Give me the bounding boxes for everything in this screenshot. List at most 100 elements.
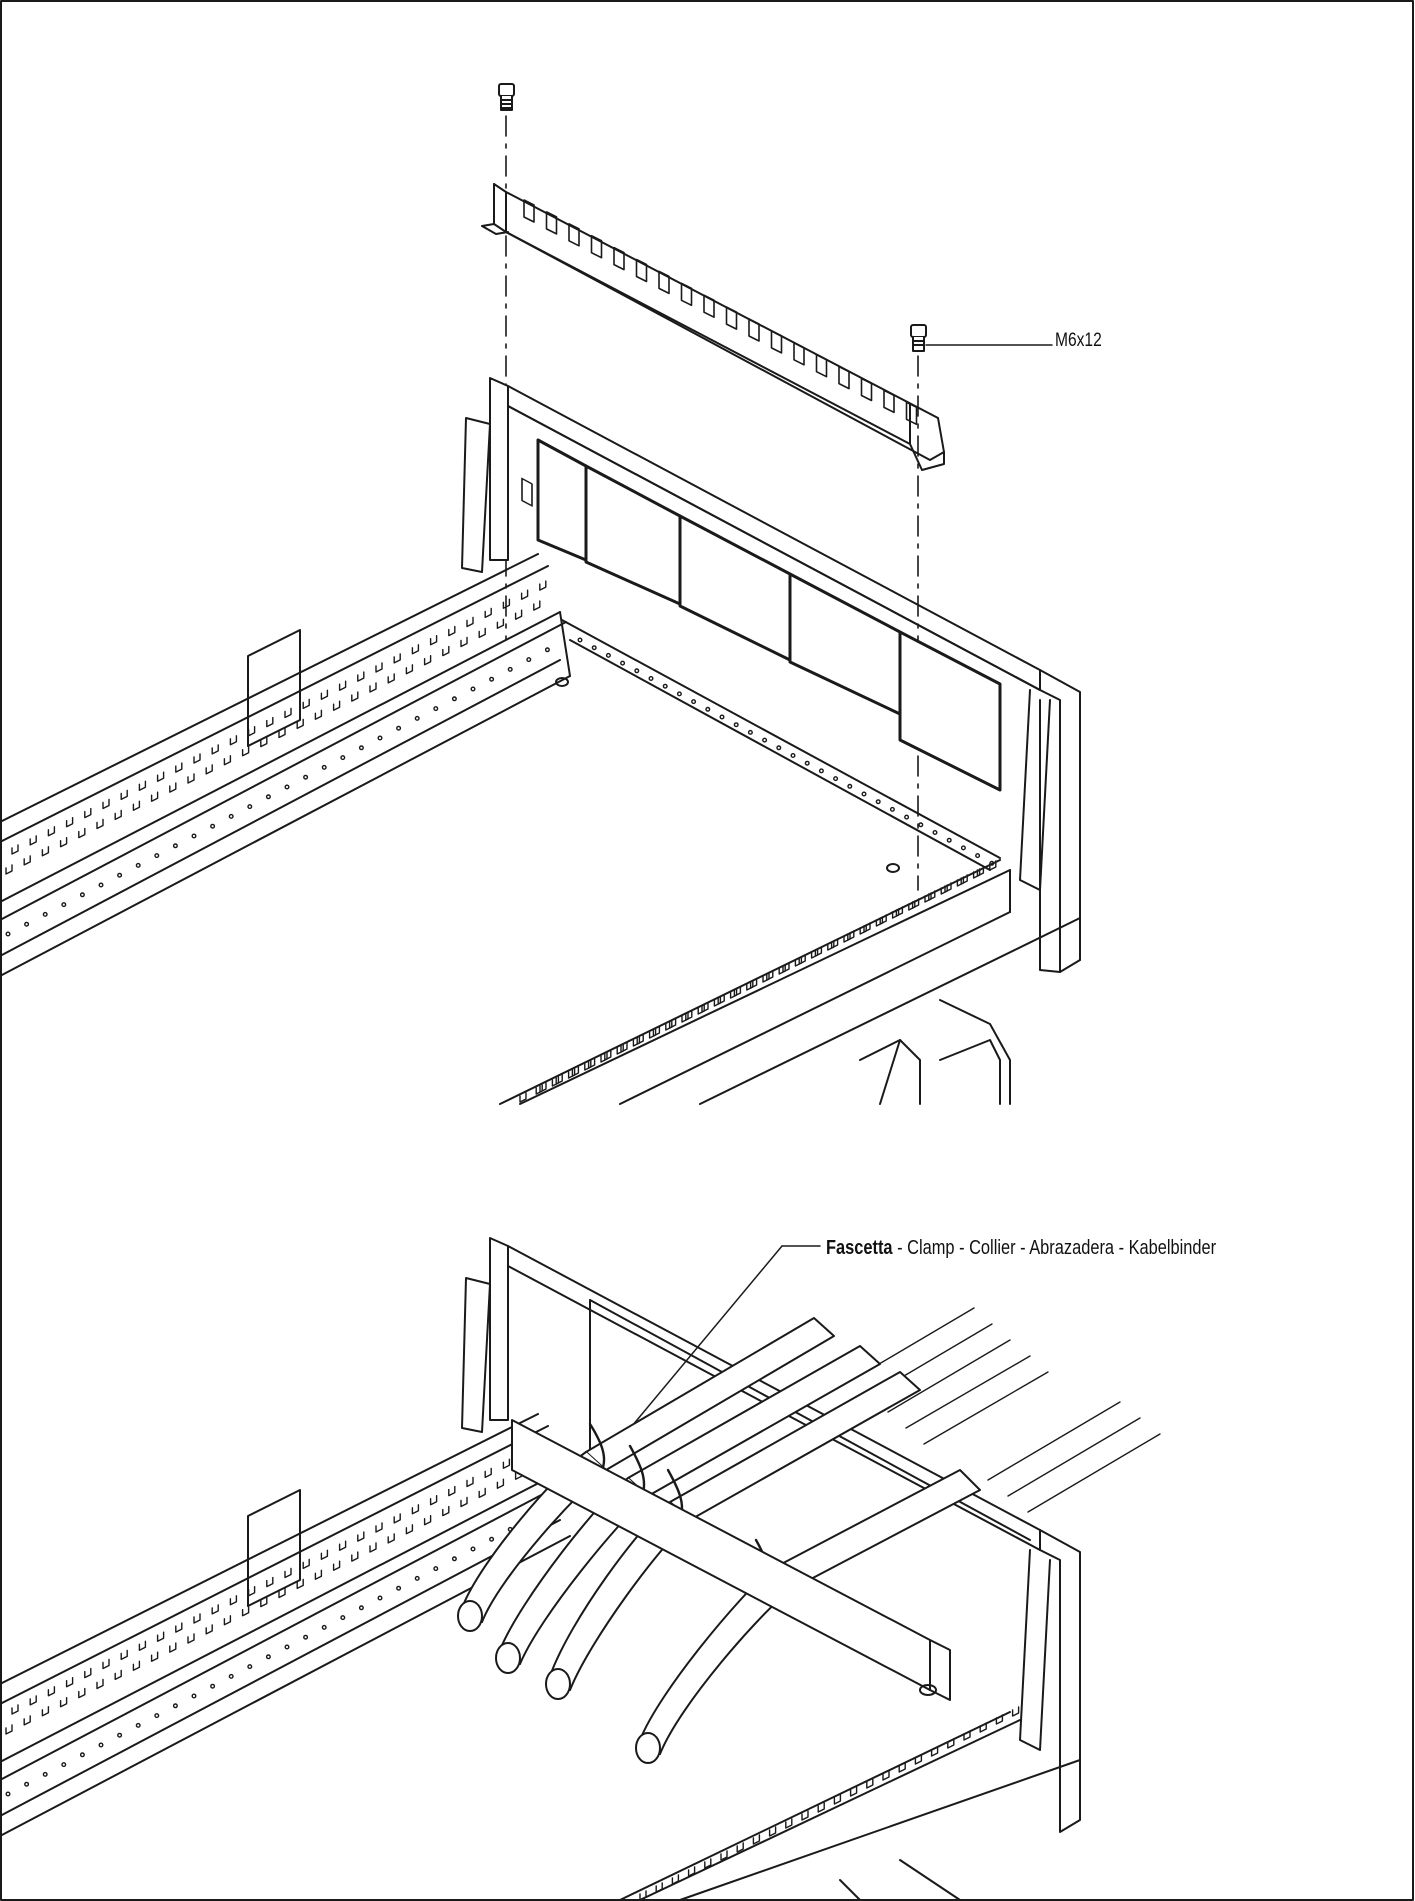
rail-slot bbox=[102, 798, 110, 810]
rail-hole bbox=[904, 814, 910, 820]
rail-slot bbox=[687, 1866, 696, 1877]
rail-hole bbox=[377, 1595, 383, 1601]
rail-slot bbox=[801, 1810, 809, 1821]
rail-slot bbox=[766, 970, 774, 981]
left-perforated-rail bbox=[0, 553, 571, 977]
rail-slot bbox=[5, 864, 13, 875]
rail-slot bbox=[632, 1036, 641, 1047]
rail-hole bbox=[321, 764, 327, 770]
rail-hole bbox=[135, 862, 141, 868]
rail-hole bbox=[470, 686, 476, 692]
rear-frame bbox=[461, 377, 1081, 973]
rail-slot bbox=[571, 1066, 580, 1077]
rail-slot bbox=[150, 1651, 159, 1662]
rail-slot bbox=[29, 835, 37, 846]
rail-slot bbox=[652, 1026, 661, 1037]
right-rail-bottom bbox=[619, 1711, 1081, 1901]
rail-slot bbox=[665, 1020, 673, 1031]
bracket-slots bbox=[521, 477, 533, 507]
rail-slot bbox=[314, 709, 323, 720]
rail-slot bbox=[859, 924, 867, 935]
rail-slot bbox=[47, 1686, 56, 1697]
bracket-slot bbox=[815, 353, 828, 378]
rail-slot bbox=[478, 627, 486, 639]
rail-slot bbox=[830, 938, 839, 949]
rail-slot bbox=[332, 1560, 341, 1571]
rail-slot bbox=[636, 1034, 644, 1045]
rail-slot bbox=[229, 1595, 238, 1606]
rail-slot bbox=[296, 718, 304, 730]
support-leg bbox=[859, 1039, 921, 1105]
rail-slot bbox=[928, 890, 936, 901]
rail-slot bbox=[833, 1794, 842, 1805]
rail-slot bbox=[817, 1802, 825, 1813]
rail-hole bbox=[61, 1762, 67, 1768]
rear-block bbox=[247, 629, 301, 747]
rail-slot bbox=[648, 1028, 657, 1039]
rail-slot bbox=[387, 1533, 395, 1544]
rail-slot bbox=[187, 1633, 195, 1644]
rail-hole bbox=[648, 676, 654, 682]
rail-slot bbox=[944, 882, 952, 893]
clamp-leader-line bbox=[631, 1245, 783, 1427]
rail-slot bbox=[11, 844, 19, 855]
rail-slot bbox=[879, 914, 887, 925]
rail-hole bbox=[662, 683, 668, 689]
rail-hole bbox=[172, 843, 178, 849]
rail-slot bbox=[314, 1569, 323, 1580]
rail-hole bbox=[875, 799, 881, 805]
rail-slot bbox=[496, 618, 505, 629]
rail-slot bbox=[393, 653, 401, 664]
rail-slot bbox=[247, 726, 256, 737]
rail-slot bbox=[535, 1084, 543, 1095]
rail-slot bbox=[713, 996, 722, 1007]
rail-hole bbox=[691, 699, 697, 705]
rail-slot bbox=[875, 916, 884, 927]
rail-slot bbox=[241, 1606, 250, 1617]
rail-slot bbox=[320, 1549, 329, 1560]
rail-slot bbox=[584, 1060, 592, 1071]
rail-slot bbox=[23, 855, 31, 866]
rail-slot bbox=[466, 1476, 474, 1488]
rail-slot bbox=[278, 1587, 286, 1599]
bracket-slot bbox=[883, 389, 895, 414]
rail-slot bbox=[681, 1012, 689, 1023]
rail-hole bbox=[960, 845, 966, 851]
rail-slot bbox=[41, 1706, 50, 1717]
rail-slot bbox=[84, 807, 92, 819]
rail-slot bbox=[600, 1052, 608, 1063]
rail-slot bbox=[502, 1458, 511, 1469]
rail-slot bbox=[175, 1622, 183, 1633]
rail-slot bbox=[496, 1478, 505, 1489]
rail-slot bbox=[296, 1578, 304, 1590]
rail-hole bbox=[544, 647, 550, 653]
rail-hole bbox=[321, 1624, 327, 1630]
rail-hole bbox=[762, 737, 768, 743]
rail-hole bbox=[591, 645, 597, 651]
rail-slot bbox=[484, 1467, 492, 1479]
rail-slot bbox=[120, 789, 128, 801]
rail-hole bbox=[135, 1722, 141, 1728]
rail-slot bbox=[211, 1604, 219, 1615]
rail-slot bbox=[338, 680, 347, 691]
rail-hole bbox=[247, 804, 253, 810]
rail-slot bbox=[132, 800, 141, 811]
screw-icon bbox=[910, 324, 927, 352]
floor-hole bbox=[555, 677, 569, 687]
bracket-slot bbox=[748, 318, 760, 342]
rail-slot bbox=[357, 671, 365, 682]
rail-hole bbox=[451, 696, 457, 702]
rail-slot bbox=[5, 1724, 13, 1735]
rail-slot bbox=[466, 616, 474, 628]
rail-slot bbox=[668, 1018, 677, 1029]
rail-slot bbox=[736, 1842, 744, 1853]
rail-hole bbox=[61, 902, 67, 908]
rail-slot bbox=[411, 1504, 420, 1515]
bracket-slot bbox=[860, 377, 873, 402]
rail-slot bbox=[551, 1076, 560, 1087]
rail-slot bbox=[78, 1687, 86, 1699]
rail-slot bbox=[762, 972, 770, 983]
rail-slot bbox=[429, 1495, 438, 1506]
slotted-bracket bbox=[481, 183, 945, 507]
